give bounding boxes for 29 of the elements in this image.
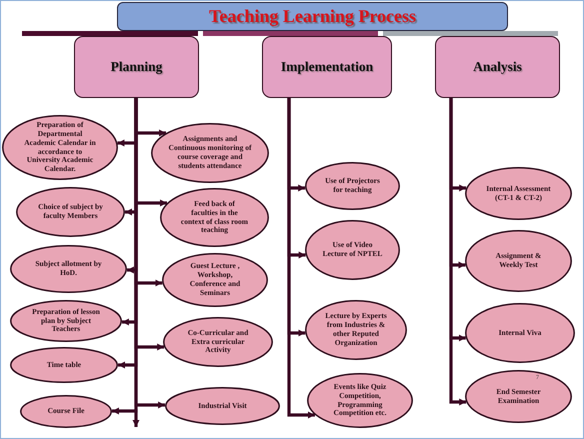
column-header	[74, 36, 199, 98]
activity-ellipse	[162, 253, 268, 307]
header-text: Implementation	[280, 59, 374, 75]
activity-ellipse	[20, 395, 112, 428]
activity-ellipse	[305, 300, 407, 360]
activity-ellipse	[307, 373, 413, 428]
header-text: Analysis	[472, 59, 523, 75]
activity-ellipse	[10, 300, 122, 342]
header-text: Planning	[110, 59, 164, 75]
activity-ellipse	[10, 347, 118, 383]
activity-ellipse	[305, 162, 400, 210]
activity-ellipse	[165, 387, 280, 425]
activity-ellipse	[465, 230, 572, 292]
column-header	[435, 36, 560, 98]
title-text: Teaching Learning Process	[208, 6, 416, 27]
activity-ellipse	[465, 370, 572, 423]
activity-ellipse	[305, 220, 400, 280]
branch-arrow	[449, 98, 466, 406]
activity-ellipse	[151, 123, 269, 183]
column-header	[262, 36, 392, 98]
activity-ellipse	[10, 245, 127, 293]
activity-ellipse	[163, 317, 273, 367]
branch-arrow	[134, 98, 166, 408]
branch-arrow	[287, 98, 315, 418]
activity-ellipse	[160, 188, 269, 247]
activity-ellipse	[465, 167, 572, 220]
activity-ellipse	[465, 303, 575, 363]
activity-ellipse	[16, 187, 125, 237]
activity-ellipse	[2, 115, 118, 180]
